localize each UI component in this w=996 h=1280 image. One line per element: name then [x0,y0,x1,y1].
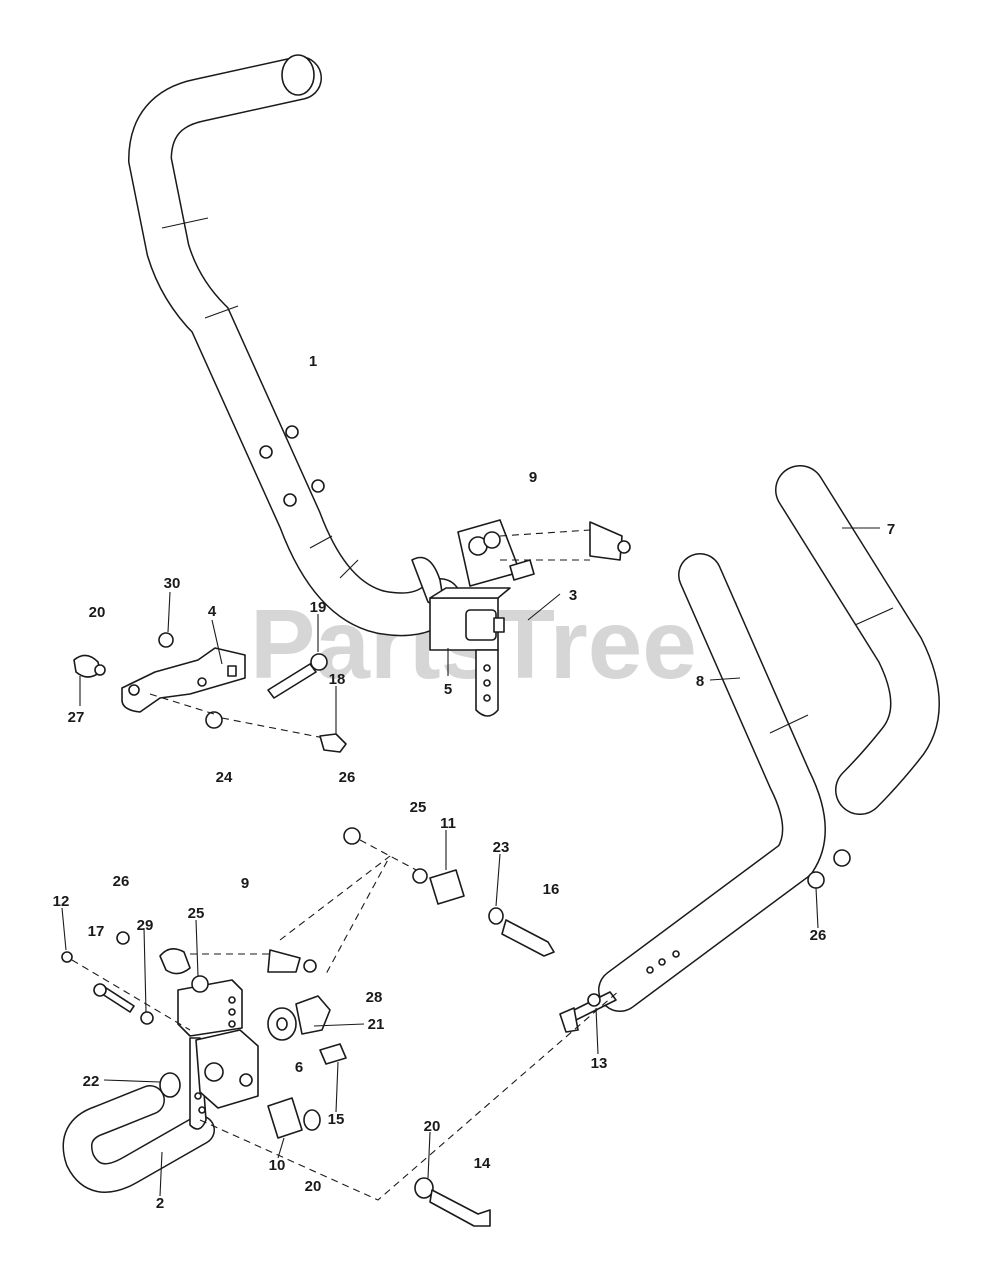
callout-17: 17 [88,923,105,940]
callout-27: 27 [68,709,85,726]
callout-18: 18 [329,671,346,688]
control-handle-upper [127,54,462,637]
callout-26: 26 [810,927,827,944]
callouts: 1 9 7 3 8 5 30 20 4 19 18 27 24 26 25 11… [53,353,896,1212]
callout-13: 13 [591,1055,608,1072]
callout-19: 19 [310,599,327,616]
callout-1: 1 [309,353,317,370]
callout-20: 20 [89,604,106,621]
callout-6: 6 [295,1059,303,1076]
callout-4: 4 [208,603,217,620]
lower-assembly [61,827,851,1227]
callout-25: 25 [410,799,427,816]
control-handle-lower-8 [598,553,826,1012]
callout-5: 5 [444,681,452,698]
callout-11: 11 [440,815,456,832]
callout-25: 25 [188,905,205,922]
upper-plate-assembly [73,632,347,753]
callout-28: 28 [366,989,383,1006]
callout-29: 29 [137,917,154,934]
callout-7: 7 [887,521,895,538]
callout-12: 12 [53,893,70,910]
callout-10: 10 [269,1157,286,1174]
callout-8: 8 [696,673,704,690]
callout-21: 21 [368,1016,385,1033]
callout-22: 22 [83,1073,100,1090]
control-handle-lower-7 [775,465,940,815]
callout-9: 9 [241,875,249,892]
upper-bracket-assembly [411,519,631,717]
callout-2: 2 [156,1195,164,1212]
callout-24: 24 [216,769,233,786]
callout-20: 20 [305,1178,322,1195]
callout-14: 14 [474,1155,491,1172]
callout-3: 3 [569,587,577,604]
callout-26: 26 [113,873,130,890]
callout-9: 9 [529,469,537,486]
callout-20: 20 [424,1118,441,1135]
callout-16: 16 [543,881,560,898]
callout-15: 15 [328,1111,345,1128]
callout-26: 26 [339,769,356,786]
leader-lines [61,527,880,1197]
callout-23: 23 [493,839,510,856]
callout-30: 30 [164,575,181,592]
